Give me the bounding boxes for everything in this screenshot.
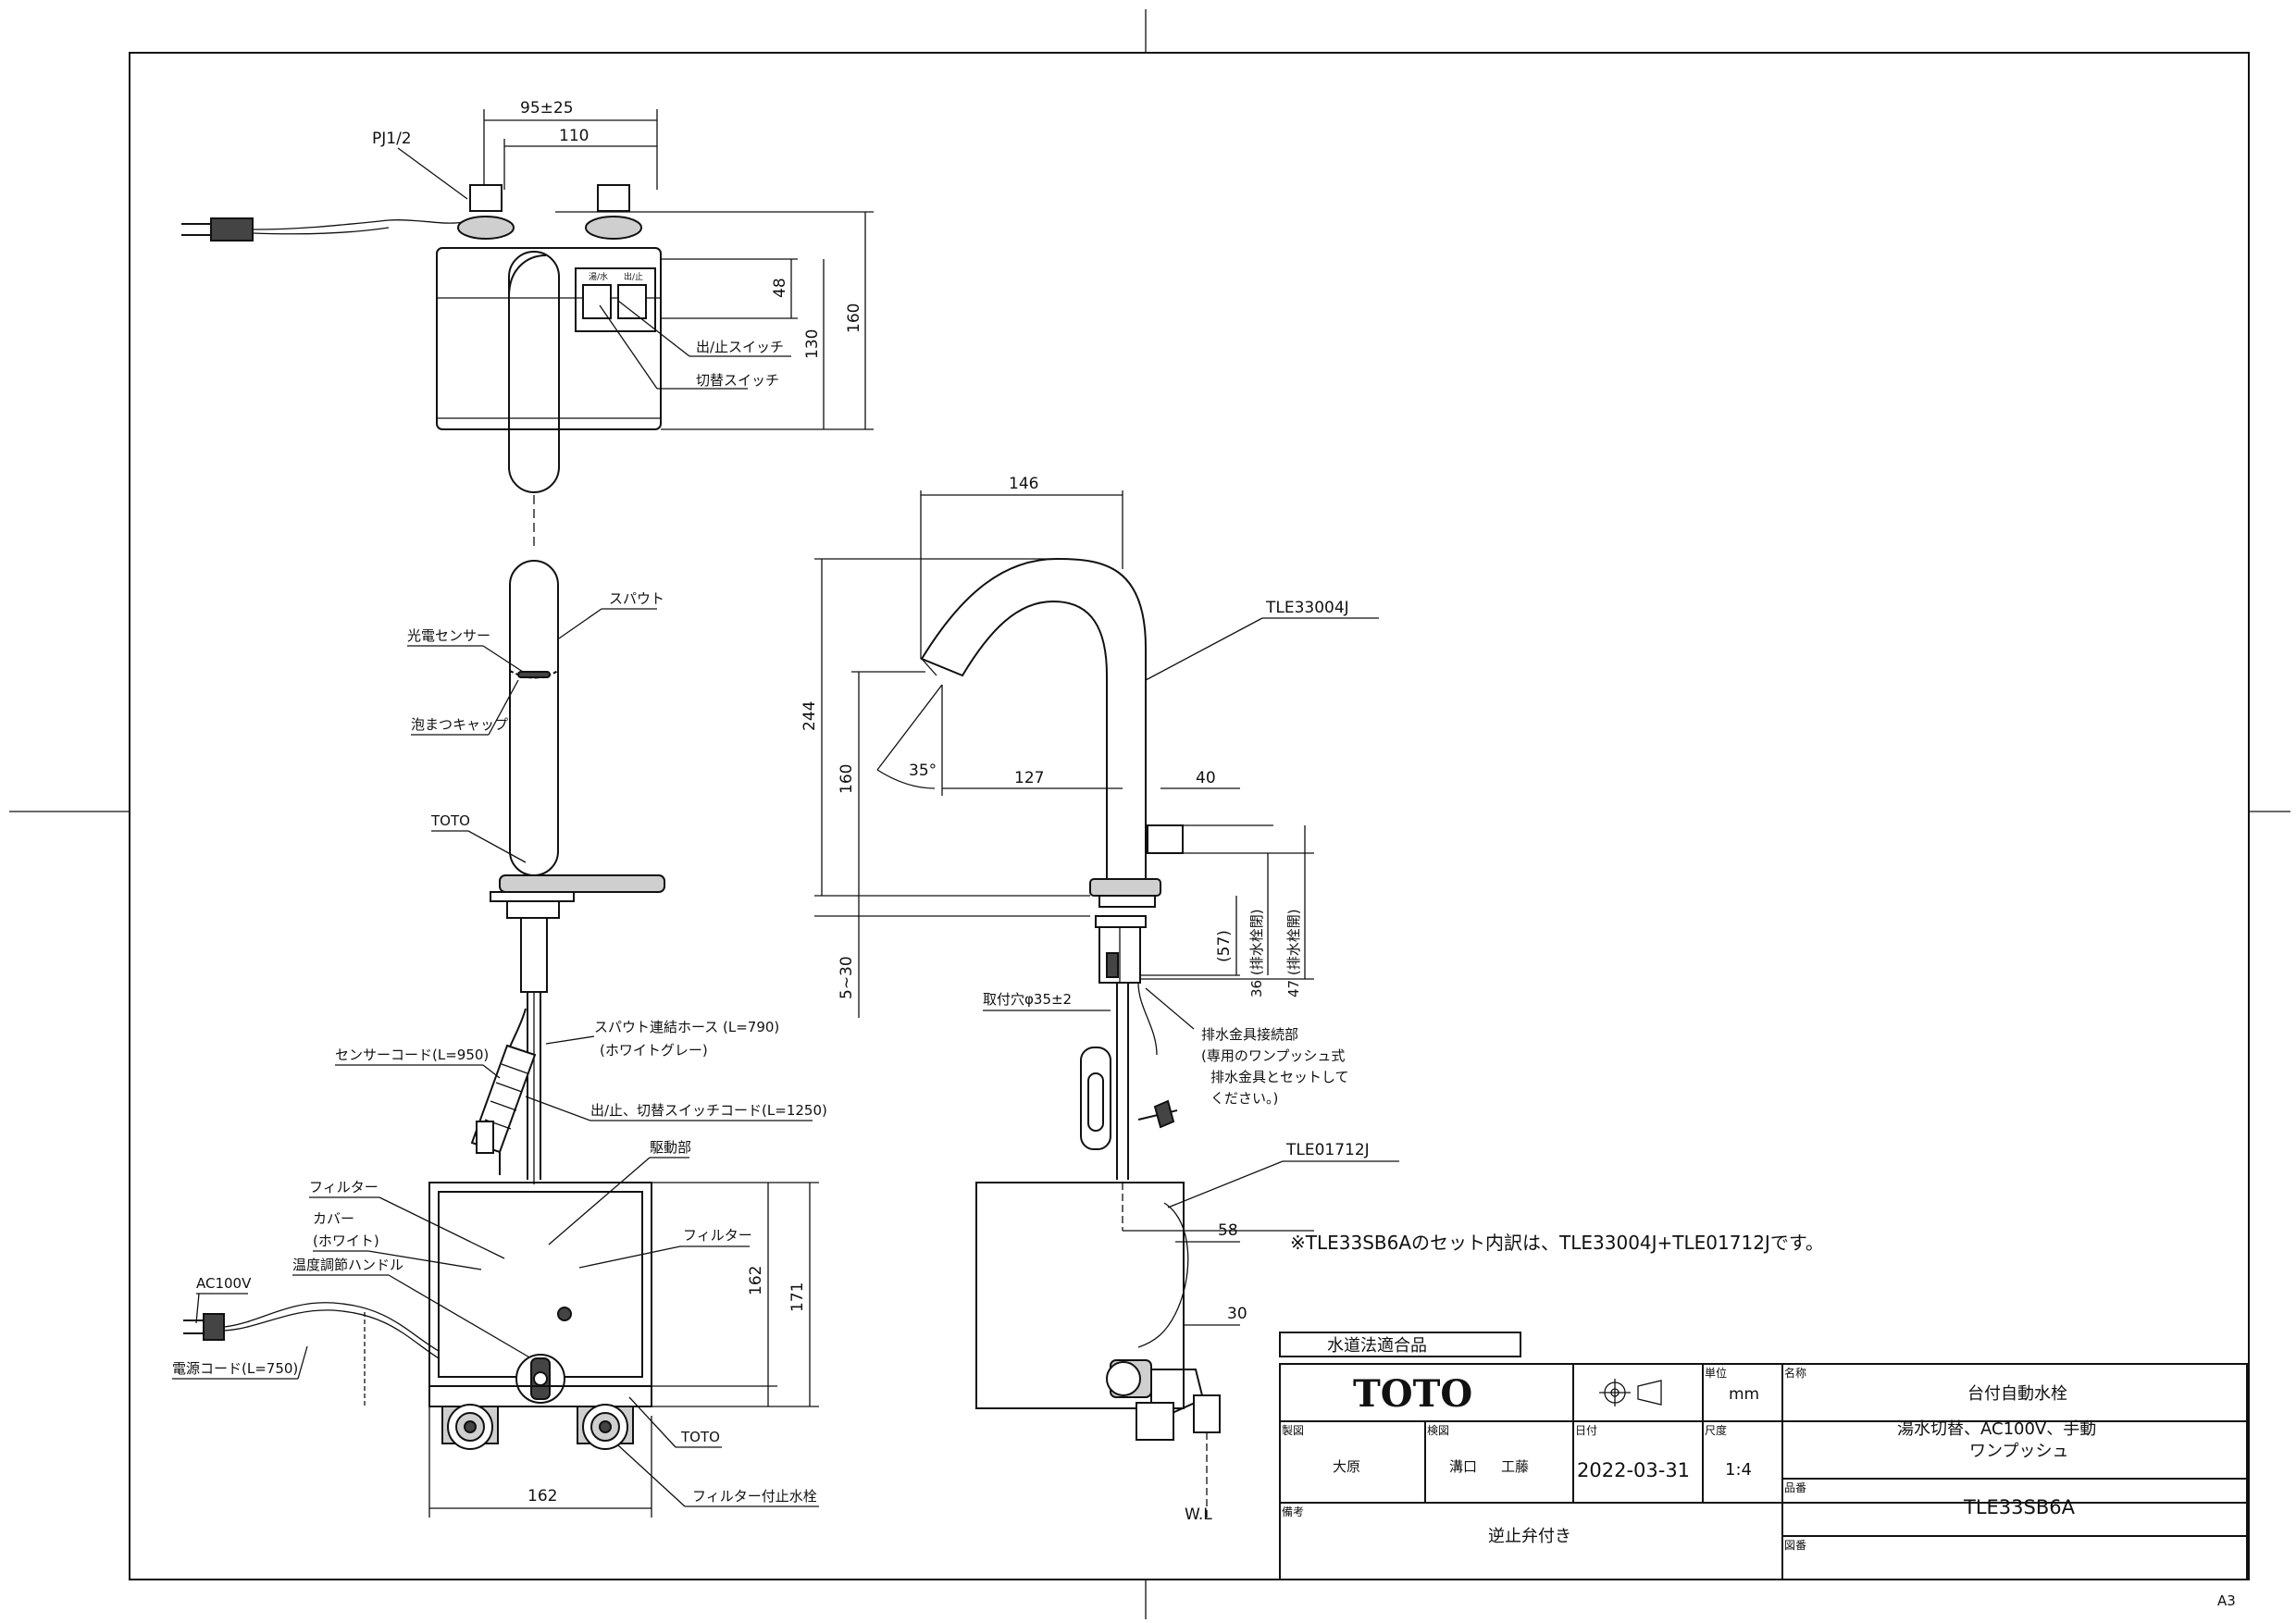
product-desc-2: ワンプッシュ (1969, 1442, 2068, 1461)
sensor-cord-label: センサーコード(L=950) (335, 1047, 489, 1063)
filter-label-2: フィルター (683, 1227, 752, 1244)
switch-onoff-label: 出/止スイッチ (696, 339, 784, 355)
dim-48: 48 (771, 278, 789, 298)
filter-label-1: フィルター (309, 1179, 379, 1196)
name-label: 名称 (1784, 1366, 1806, 1380)
remarks-value: 逆止弁付き (1488, 1527, 1571, 1546)
temp-handle-label: 温度調節ハンドル (292, 1257, 403, 1273)
svg-text:湯/水: 湯/水 (589, 271, 608, 282)
wl-label: W.L (1185, 1505, 1212, 1524)
side-view: 40 146 244 160 35° 127 5~30 (57) 36 (排水栓… (800, 475, 1399, 1524)
angle-35: 35° (909, 762, 937, 780)
sheet-size: A3 (2217, 1592, 2236, 1609)
dim-95: 95±25 (520, 99, 574, 118)
sheet-border (129, 52, 2250, 1580)
designer-label: 製図 (1282, 1424, 1304, 1437)
product-desc-1: 湯水切替、AC100V、手動 (1897, 1419, 2096, 1439)
dim-57: (57) (1215, 930, 1234, 962)
checker-label: 検図 (1427, 1424, 1449, 1437)
mount-hole-label: 取付穴φ35±2 (983, 991, 1072, 1008)
filter-valve-right (577, 1404, 634, 1450)
aerator-label: 泡まつキャップ (411, 716, 508, 733)
dim-160-side: 160 (838, 764, 856, 794)
product-name: 台付自動水栓 (1967, 1384, 2067, 1404)
scale-label: 尺度 (1705, 1423, 1727, 1437)
dim-36: 36 (排水栓閉) (1248, 909, 1265, 997)
toto-spout-label: TOTO (430, 812, 470, 829)
pj-label: PJ1/2 (372, 130, 412, 148)
dim-58: 58 (1218, 1221, 1238, 1240)
drain-label-2: (専用のワンプッシュ式 (1201, 1047, 1345, 1064)
projection-symbol (1599, 1379, 1662, 1406)
dim-47: 47 (排水栓開) (1285, 909, 1302, 997)
dim-162-width: 162 (527, 1487, 557, 1505)
model-unit-label: TLE01712J (1285, 1141, 1370, 1159)
drive-label: 駆動部 (650, 1139, 691, 1156)
set-note: ※TLE33SB6Aのセット内訳は、TLE33004J+TLE01712Jです。 (1290, 1232, 1824, 1254)
remarks-label: 備考 (1282, 1505, 1304, 1518)
dim-30: 30 (1227, 1305, 1247, 1323)
switch-cord-label: 出/止、切替スイッチコード(L=1250) (590, 1102, 827, 1119)
drain-label-1: 排水金具接続部 (1201, 1026, 1298, 1043)
unit-label: 単位 (1705, 1366, 1727, 1380)
dim-244: 244 (800, 701, 819, 731)
dim-40: 40 (1196, 769, 1216, 787)
brand-logo: TOTO (1353, 1372, 1472, 1416)
hose-color-label: (ホワイトグレー) (600, 1042, 708, 1059)
dim-146: 146 (1009, 475, 1038, 493)
product-number: TLE33SB6A (1963, 1496, 2076, 1518)
scale-value: 1:4 (1725, 1460, 1752, 1480)
dim-130: 130 (803, 329, 822, 359)
dim-110: 110 (559, 127, 589, 145)
compliance-label: 水道法適合品 (1327, 1336, 1427, 1356)
designer-name: 大原 (1333, 1458, 1360, 1475)
drawing-number-label: 図番 (1784, 1539, 1806, 1552)
filter-valve-label: フィルター付止水栓 (692, 1488, 817, 1505)
model-spout-label: TLE33004J (1265, 599, 1349, 617)
checker-name-1: 溝口 (1449, 1458, 1477, 1475)
drain-label-3: 排水金具とセットして (1210, 1069, 1349, 1085)
front-view: スパウト 光電センサー 泡まつキャップ TOTO スパウト連結ホース (L=79… (172, 560, 827, 1518)
cover-color-label: (ホワイト) (313, 1233, 379, 1249)
unit-value: mm (1729, 1385, 1759, 1404)
hose-label: スパウト連結ホース (L=790) (594, 1019, 779, 1035)
cover-label: カバー (313, 1210, 354, 1227)
drain-label-4: ください。) (1210, 1090, 1278, 1107)
ac-label: AC100V (196, 1275, 252, 1292)
drawing-date: 2022-03-31 (1577, 1459, 1690, 1481)
checker-name-2: 工藤 (1501, 1458, 1529, 1475)
power-cord-label: 電源コード(L=750) (172, 1360, 298, 1377)
date-label: 日付 (1575, 1424, 1597, 1437)
sensor-label: 光電センサー (407, 627, 490, 644)
svg-text:出/止: 出/止 (624, 271, 643, 282)
spout-label: スパウト (609, 590, 664, 607)
filter-valve-left (441, 1404, 499, 1450)
dim-5-30: 5~30 (838, 956, 856, 999)
toto-valve-label: TOTO (680, 1429, 720, 1445)
dim-162-height: 162 (747, 1266, 765, 1295)
product-number-label: 品番 (1784, 1481, 1806, 1494)
switch-toggle-label: 切替スイッチ (696, 372, 779, 389)
top-view: 95±25 110 PJ1/2 湯/水 出/止 出/止スイッ (181, 99, 874, 546)
dim-127: 127 (1014, 769, 1044, 787)
dim-171: 171 (788, 1282, 807, 1312)
title-block: 水道法適合品 TOTO 単位 mm 名称 台付自動水栓 湯水切替、AC100V、… (1279, 1332, 2248, 1580)
dim-160: 160 (845, 304, 863, 333)
